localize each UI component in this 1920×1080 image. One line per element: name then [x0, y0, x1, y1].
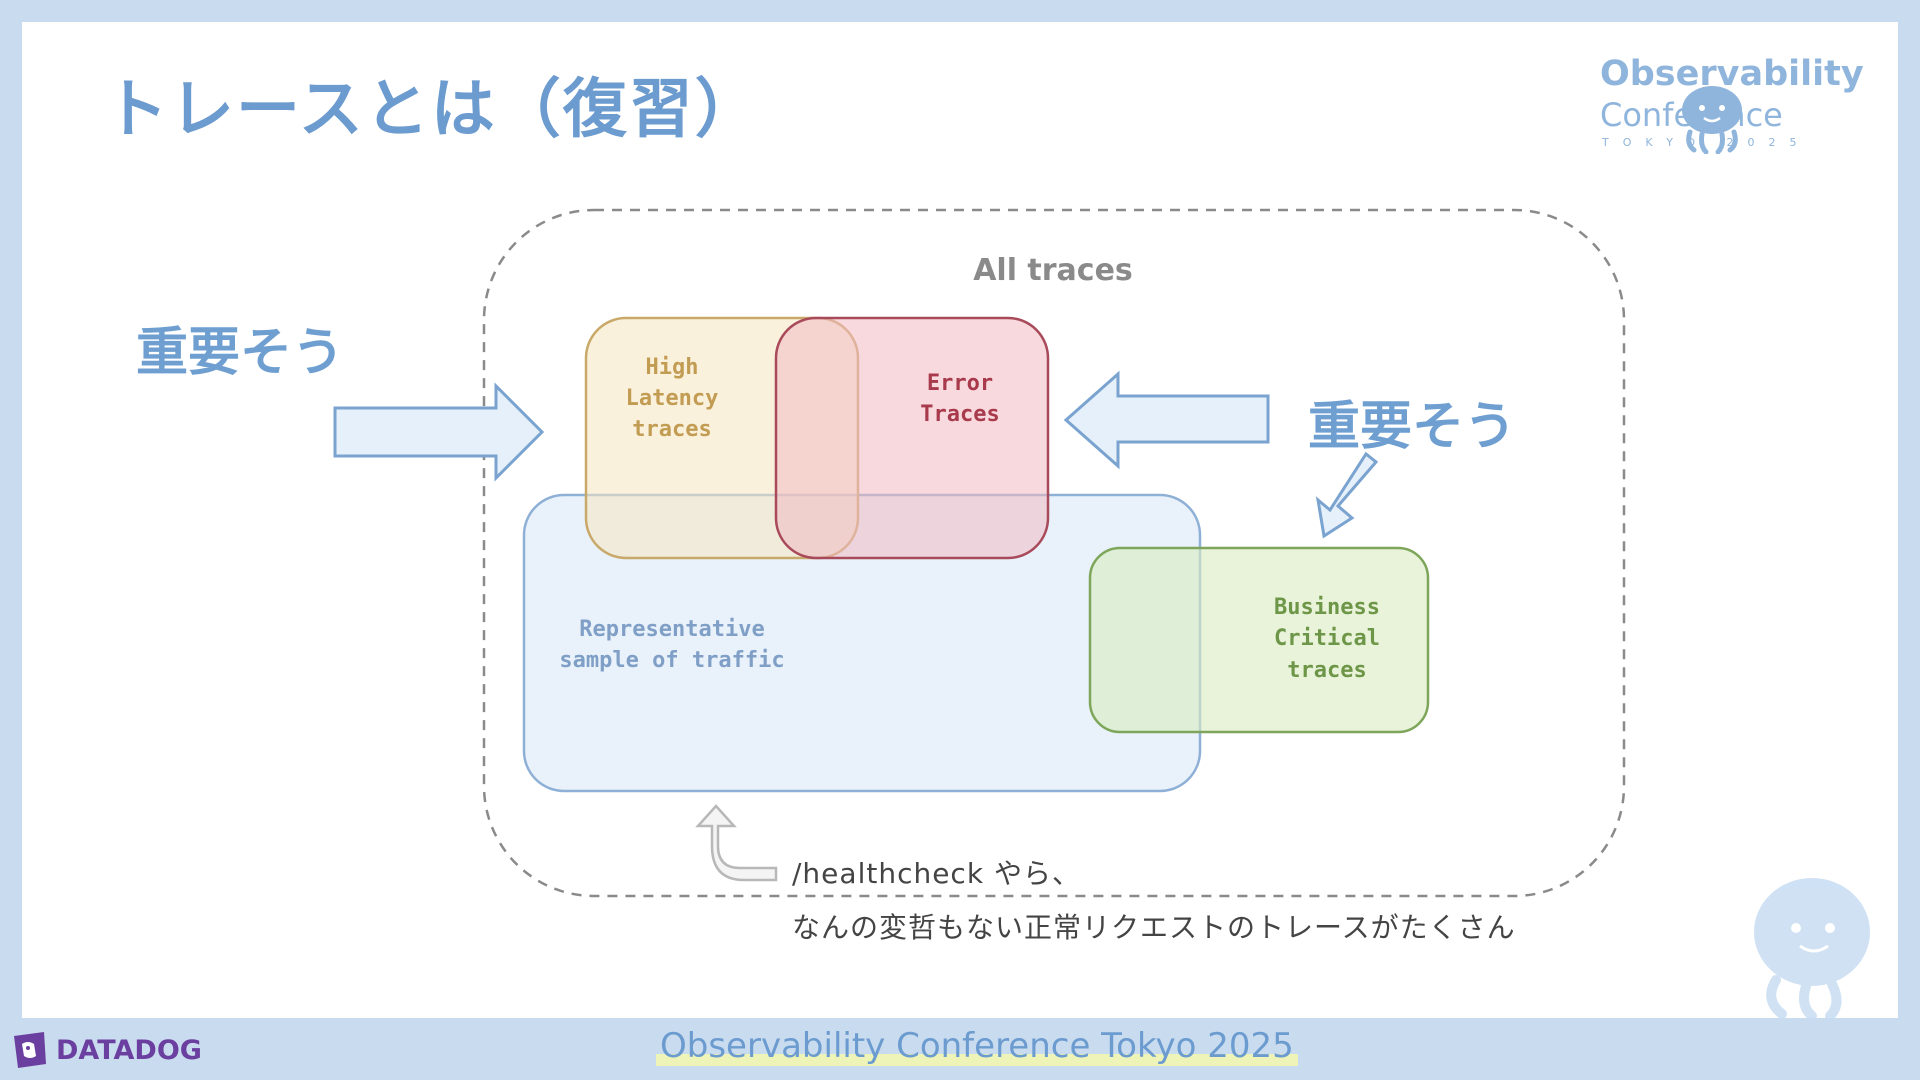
- datadog-dog-icon: [14, 1032, 46, 1068]
- representative-line-2: sample of traffic: [559, 648, 784, 673]
- high-latency-line-2: Latency: [626, 386, 719, 411]
- error-line-2: Traces: [920, 402, 999, 427]
- jellyfish-mascot-icon: [1754, 878, 1870, 1021]
- all-traces-frame: [482, 208, 1626, 898]
- important-label-right: 重要そう: [1308, 397, 1517, 457]
- business-critical-box: [1088, 546, 1430, 734]
- jellyfish-icon: [1682, 86, 1742, 154]
- arrow-right-icon: [333, 382, 545, 482]
- business-line-1: Business: [1274, 595, 1380, 620]
- all-traces-label: All traces: [973, 253, 1133, 288]
- high-latency-line-3: traces: [632, 417, 711, 442]
- note-line-1: /healthcheck やら、: [792, 857, 1081, 890]
- business-line-3: traces: [1287, 658, 1366, 683]
- logo-line-1: Observability: [1600, 54, 1864, 94]
- conference-logo: Observability Conference TOKYO 2025: [1590, 54, 1864, 154]
- error-line-1: Error: [927, 371, 993, 396]
- business-line-2: Critical: [1274, 626, 1380, 651]
- footer-title: Observability Conference Tokyo 2025: [656, 1026, 1298, 1066]
- arrow-up-curve-icon: [695, 804, 778, 882]
- arrow-left-icon: [1063, 370, 1270, 470]
- datadog-brand: DATADOG: [56, 1034, 202, 1066]
- high-latency-line-1: High: [646, 355, 699, 380]
- slide-title: トレースとは（復習）: [104, 73, 761, 147]
- error-traces-box: [774, 316, 1050, 560]
- arrow-down-left-icon: [1315, 451, 1379, 539]
- important-label-left: 重要そう: [136, 323, 345, 383]
- note-line-2: なんの変哲もない正常リクエストのトレースがたくさん: [792, 911, 1516, 944]
- datadog-logo: DATADOG: [10, 1030, 202, 1070]
- representative-line-1: Representative: [579, 617, 764, 642]
